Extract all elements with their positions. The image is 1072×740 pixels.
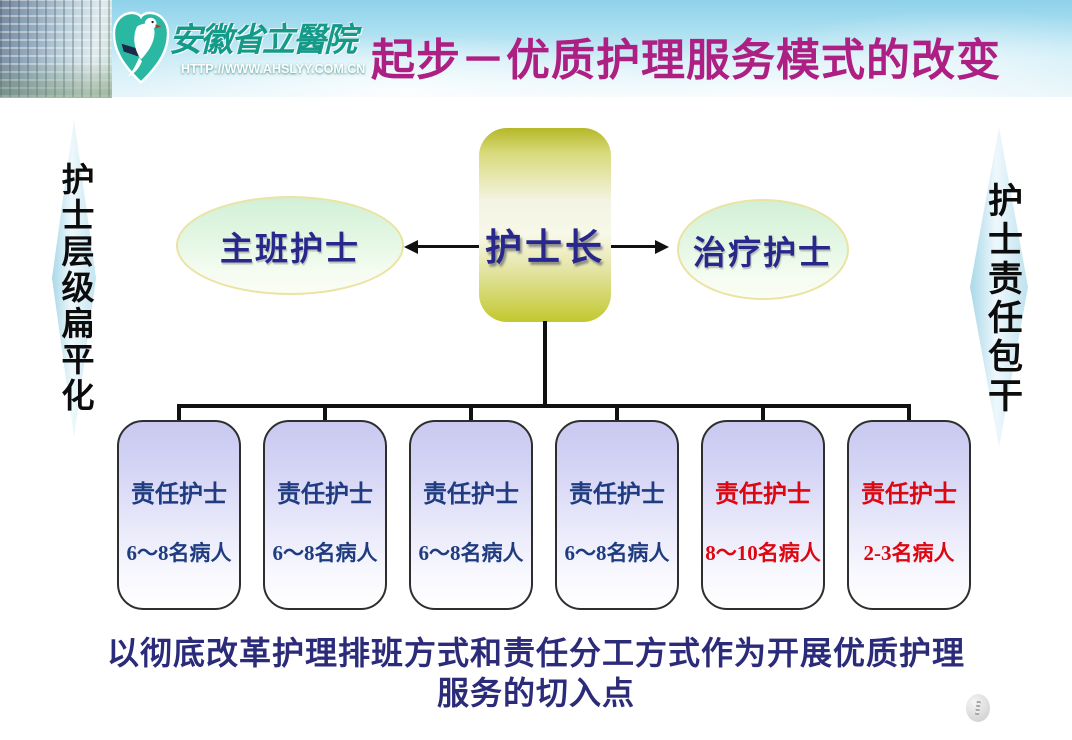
node-duty-nurse-label: 主班护士 [220, 231, 360, 268]
page-watermark [966, 694, 990, 722]
tree-trunk-line [543, 321, 547, 407]
role-label: 责任护士 [861, 482, 957, 508]
heart-dove-icon [112, 11, 170, 85]
arrow-left-head-icon [404, 240, 418, 254]
node-head-nurse-label: 护士长 [485, 228, 605, 269]
arrow-left-line [415, 245, 479, 248]
node-head-nurse: 护士长 [479, 128, 611, 322]
hospital-name: 安徽省立醫院 [169, 23, 357, 59]
tree-stub-line [177, 406, 181, 422]
tree-stub-line [323, 406, 327, 422]
caption: 以彻底改革护理排班方式和责任分工方式作为开展优质护理 服务的切入点 [86, 633, 986, 713]
node-responsible-nurse-5: 责任护士 8～10名病人 [701, 420, 825, 610]
node-responsible-nurse-4: 责任护士 6～8名病人 [555, 420, 679, 610]
right-diamond-shape [970, 127, 1028, 447]
patients-label: 6～8名病人 [418, 541, 524, 565]
node-responsible-nurse-2: 责任护士 6～8名病人 [263, 420, 387, 610]
patients-label: 2-3名病人 [863, 541, 955, 565]
arrow-right-head-icon [655, 240, 669, 254]
node-treatment-nurse: 治疗护士 [677, 199, 849, 300]
caption-line2: 服务的切入点 [436, 675, 635, 711]
tree-stub-line [761, 406, 765, 422]
node-treatment-nurse-label: 治疗护士 [693, 235, 833, 272]
patients-label: 8～10名病人 [705, 541, 821, 565]
tree-stub-line [907, 406, 911, 422]
right-banner-text: 护士责任包干 [983, 182, 1022, 416]
node-duty-nurse: 主班护士 [176, 196, 404, 295]
role-label: 责任护士 [423, 482, 519, 508]
node-responsible-nurse-1: 责任护士 6～8名病人 [117, 420, 241, 610]
header-banner: 安徽省立醫院 HTTP://WWW.AHSLYY.COM.CN 起步－优质护理服… [0, 0, 1072, 98]
patients-label: 6～8名病人 [564, 541, 670, 565]
caption-line1: 以彻底改革护理排班方式和责任分工方式作为开展优质护理 [106, 635, 965, 671]
hospital-url: HTTP://WWW.AHSLYY.COM.CN [181, 62, 366, 76]
left-diamond-shape [52, 119, 96, 437]
role-label: 责任护士 [277, 482, 373, 508]
patients-label: 6～8名病人 [126, 541, 232, 565]
hospital-building-photo [0, 0, 112, 98]
role-label: 责任护士 [715, 482, 811, 508]
arrow-right-line [611, 245, 659, 248]
tree-stub-line [615, 406, 619, 422]
hospital-logo [112, 9, 170, 91]
node-responsible-nurse-6: 责任护士 2-3名病人 [847, 420, 971, 610]
node-responsible-nurse-3: 责任护士 6～8名病人 [409, 420, 533, 610]
tree-horizontal-line [177, 404, 911, 408]
tree-stub-line [469, 406, 473, 422]
patients-label: 6～8名病人 [272, 541, 378, 565]
role-label: 责任护士 [131, 482, 227, 508]
slide-title: 起步－优质护理服务模式的改变 [371, 36, 1001, 85]
left-banner-text: 护士层级扁平化 [56, 162, 92, 414]
role-label: 责任护士 [569, 482, 665, 508]
